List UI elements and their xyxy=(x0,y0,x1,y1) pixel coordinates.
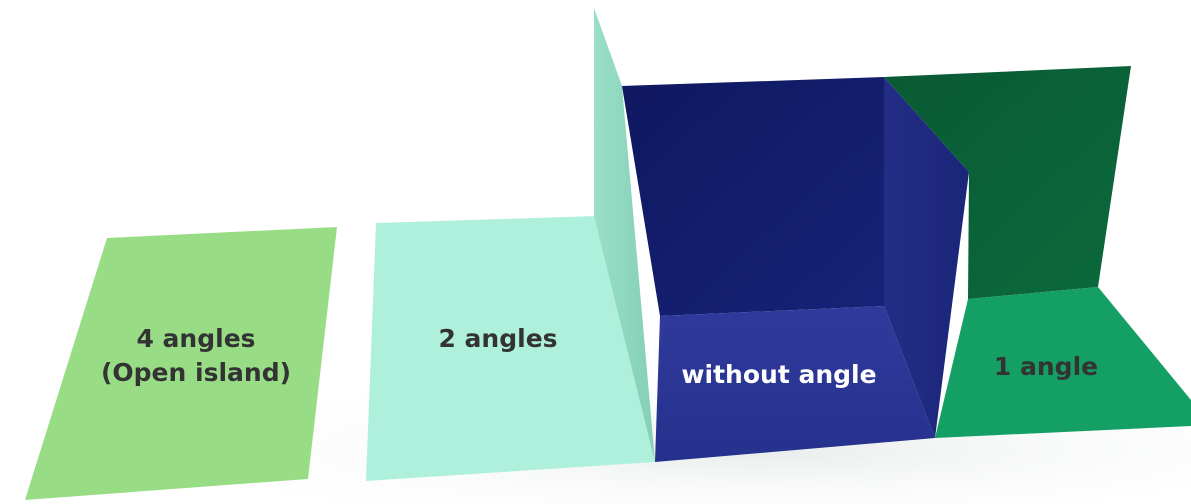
label-two-angles: 2 angles xyxy=(438,322,557,356)
label-one-angle: 1 angle xyxy=(994,350,1098,384)
panel-without-angle-back-wall xyxy=(622,77,884,316)
label-four-angles-line2: (Open island) xyxy=(101,356,291,390)
label-four-angles-line1: 4 angles xyxy=(101,322,291,356)
label-without-angle: without angle xyxy=(681,358,876,392)
label-four-angles-open-island: 4 angles (Open island) xyxy=(101,322,291,390)
